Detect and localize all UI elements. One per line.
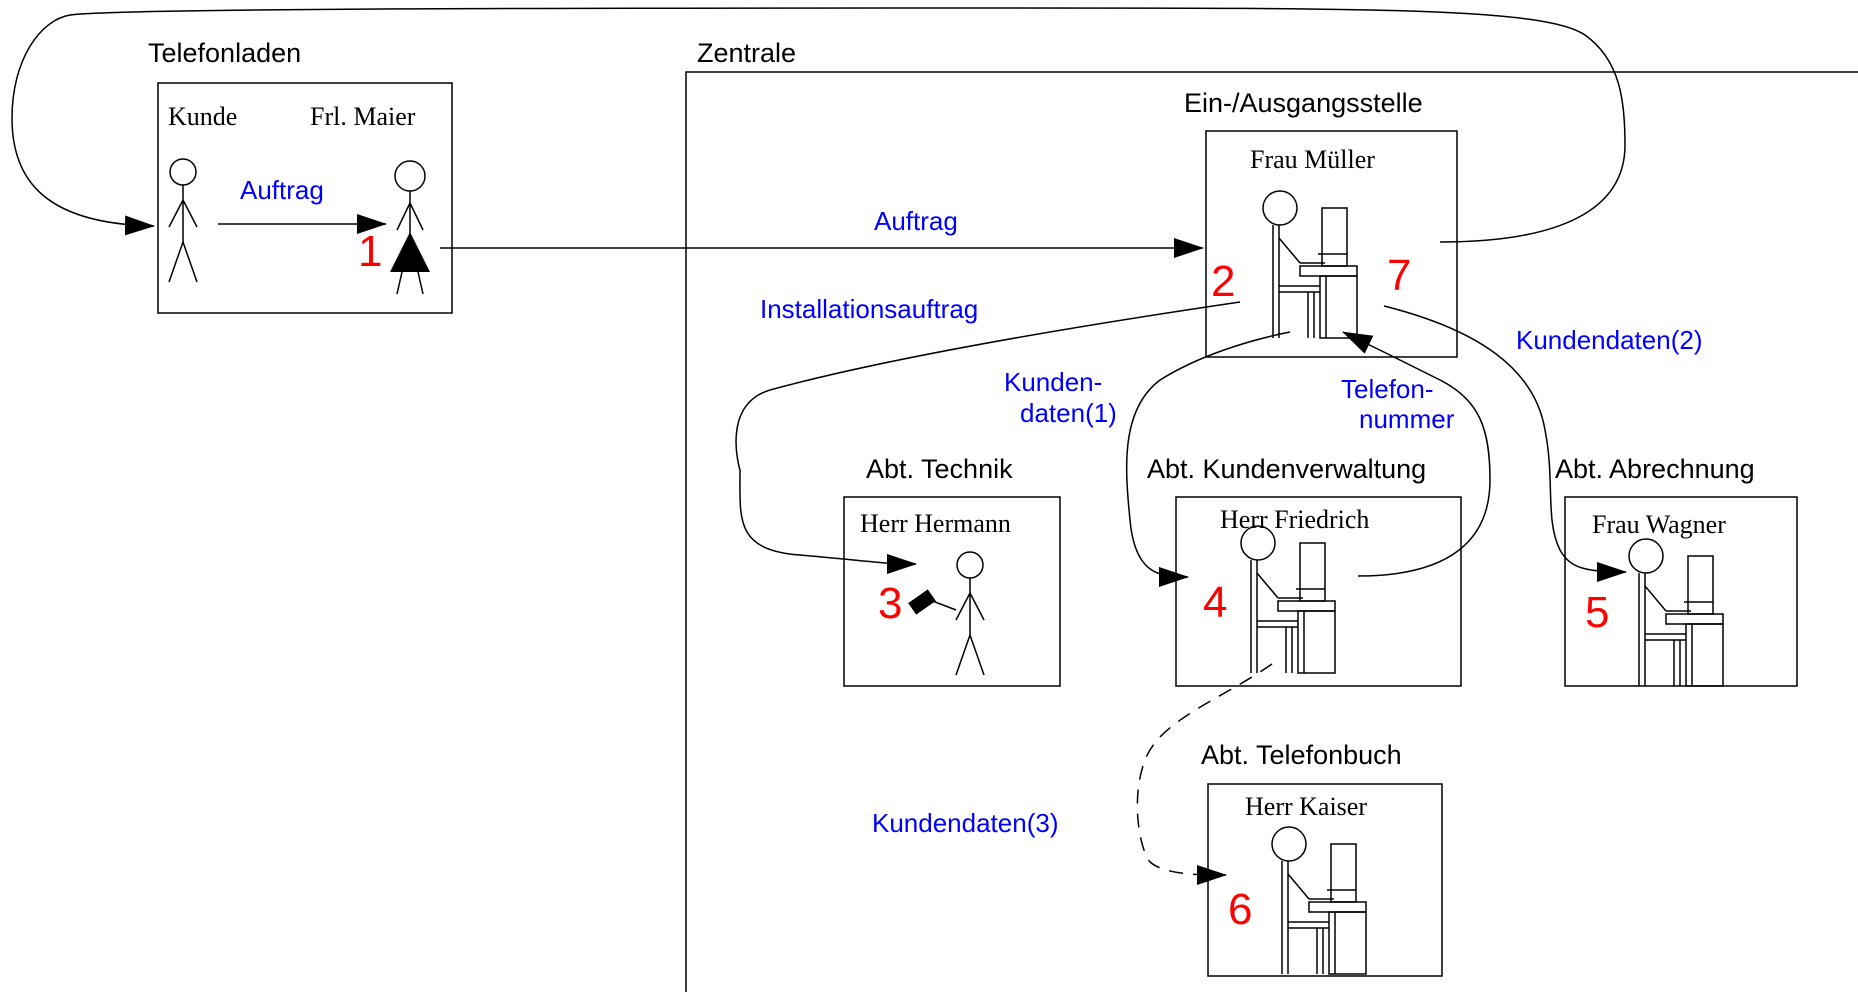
kundenverwaltung-dept-box <box>1175 496 1462 687</box>
label-telefonnummer-line1: Telefon- <box>1341 374 1434 404</box>
step-6: 6 <box>1228 885 1252 934</box>
technik-dept-box <box>843 496 1061 687</box>
abrechnung-desk-worker <box>1628 538 1724 687</box>
label-kundendaten-2: Kundendaten(2) <box>1516 325 1702 355</box>
telefonbuch-desk-worker <box>1271 826 1367 975</box>
label-kundendaten-3: Kundendaten(3) <box>872 808 1058 838</box>
central-frame <box>685 71 1858 992</box>
arrow-kundendaten-1 <box>1125 331 1291 587</box>
label-kundendaten-1-line2: daten(1) <box>1020 398 1117 428</box>
step-5: 5 <box>1585 588 1609 637</box>
telefonbuch-dept-title: Abt. Telefonbuch <box>1201 740 1402 770</box>
step-3: 3 <box>878 579 902 628</box>
arrow-telefonnummer <box>1342 331 1491 577</box>
entry-dept-person: Frau Müller <box>1250 145 1375 174</box>
step-4: 4 <box>1203 578 1227 627</box>
entry-dept-title: Ein-/Ausgangsstelle <box>1184 88 1423 118</box>
kundenverwaltung-dept-title: Abt. Kundenverwaltung <box>1147 454 1426 484</box>
arrow-kundendaten-2 <box>1383 305 1627 582</box>
arrow-installationsauftrag <box>735 301 1241 574</box>
kundenverwaltung-dept-person: Herr Friedrich <box>1220 505 1369 534</box>
step-1: 1 <box>358 227 382 276</box>
technician-stick-figure <box>955 551 985 676</box>
technik-dept-title: Abt. Technik <box>866 454 1013 484</box>
label-installationsauftrag: Installationsauftrag <box>760 294 978 324</box>
step-2: 2 <box>1211 257 1235 306</box>
shop-box <box>157 82 453 314</box>
abrechnung-dept-person: Frau Wagner <box>1592 510 1726 539</box>
clerk-figure <box>390 160 430 295</box>
technik-dept-person: Herr Hermann <box>860 509 1011 538</box>
hammer-icon <box>908 589 957 615</box>
label-kundendaten-1-line1: Kunden- <box>1004 367 1102 397</box>
arrow-kundendaten-3 <box>1136 663 1273 885</box>
label-auftrag-central: Auftrag <box>874 206 958 236</box>
entry-dept-box <box>1205 130 1458 358</box>
entry-desk-worker <box>1262 190 1358 339</box>
telefonbuch-dept-person: Herr Kaiser <box>1245 792 1367 821</box>
abrechnung-dept-box <box>1564 496 1798 687</box>
shop-clerk-name: Frl. Maier <box>310 102 416 131</box>
shop-area-title: Telefonladen <box>148 38 301 68</box>
arrow-return-to-customer <box>11 7 1626 243</box>
kundenverwaltung-desk-worker <box>1240 525 1336 674</box>
customer-stick-figure <box>168 158 198 283</box>
label-telefonnummer-line2: nummer <box>1359 404 1455 434</box>
step-7: 7 <box>1387 251 1411 300</box>
label-auftrag-shop: Auftrag <box>240 175 324 205</box>
shop-customer-name: Kunde <box>168 102 237 131</box>
central-area-title: Zentrale <box>697 38 796 68</box>
abrechnung-dept-title: Abt. Abrechnung <box>1555 454 1755 484</box>
